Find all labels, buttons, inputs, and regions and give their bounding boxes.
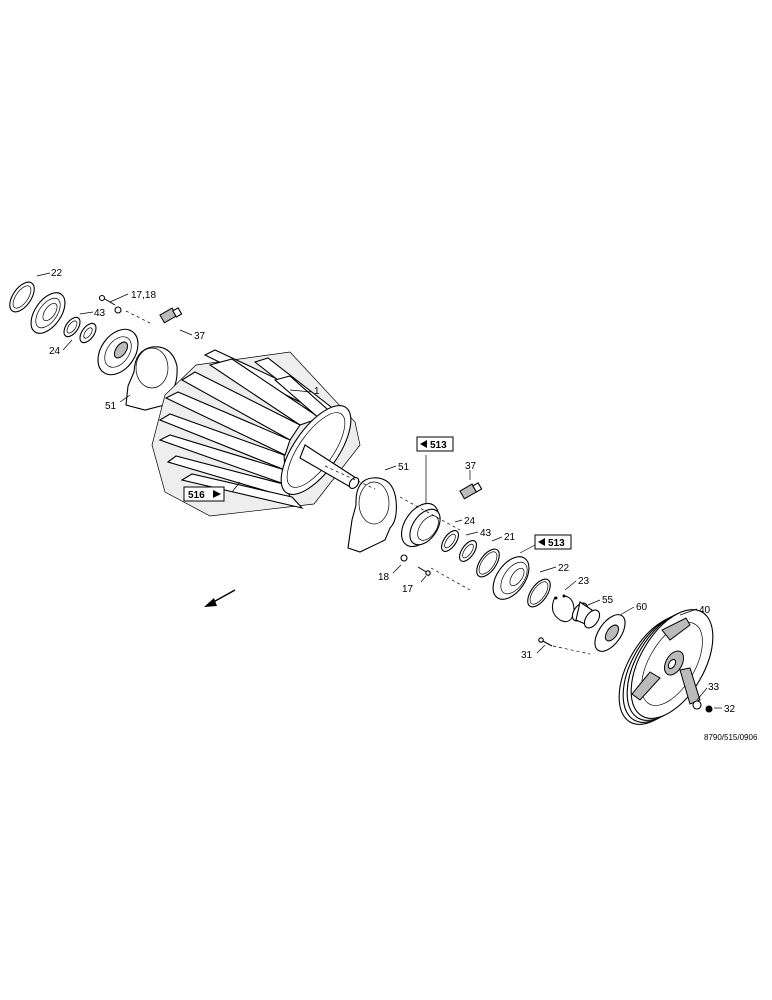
ring-43-left [63,316,81,338]
label-60: 60 [636,602,648,613]
label-18: 18 [378,572,390,583]
label-37-left: 37 [194,331,206,342]
ring-24-right [440,530,460,552]
label-31: 31 [521,650,533,661]
bolt-31 [538,637,553,647]
ref-516-text: 516 [188,490,205,501]
seal-ring-22-right [527,578,551,608]
bearing-flange-left [97,328,139,376]
label-17-18-left: 17,18 [131,290,156,301]
bushing-55 [571,601,601,629]
label-21: 21 [504,532,516,543]
ref-513-mid-text: 513 [548,538,565,549]
label-33: 33 [708,682,720,693]
label-43-left: 43 [94,308,106,319]
label-43-right: 43 [480,528,492,539]
label-24-left: 24 [49,346,61,357]
label-22-right: 22 [558,563,570,574]
leader-lines [36,272,722,709]
ring-43-right [458,540,478,562]
label-40: 40 [699,605,711,616]
washer-33 [692,700,702,710]
label-17: 17 [402,584,414,595]
ref-box-513-mid: 513 [534,534,572,550]
label-55: 55 [602,595,614,606]
label-1: 1 [314,386,320,397]
label-51-right: 51 [398,462,410,473]
hub-60 [594,614,626,652]
label-22-left: 22 [51,268,63,279]
label-23: 23 [578,576,590,587]
seal-ring-21 [476,548,500,578]
bearing-housing-513 [400,502,441,548]
direction-arrow [204,589,236,607]
drawing-code: 8790/515/0906 [704,733,758,742]
label-51-left: 51 [105,401,117,412]
ring-small-left [79,322,97,344]
pulley-40 [618,609,714,725]
ref-box-516: 516 [183,486,225,502]
grease-nipple-37-right [459,482,483,500]
bolt-17-18-left [98,294,122,314]
bolt-17-18-right [400,554,431,576]
nut-32 [705,705,713,713]
circlip-23 [551,594,575,623]
ref-box-513-top: 513 [416,436,454,452]
label-24-right: 24 [464,516,476,527]
ref-513-top-text: 513 [430,440,447,451]
grease-nipple-37-left [159,307,183,324]
bearing-unit-513 [492,556,530,600]
seal-ring-22-left [9,281,35,313]
bearing-housing-24-left [30,292,66,334]
label-32: 32 [724,704,736,715]
gasket-plate-51-right [347,477,397,553]
label-37-right: 37 [465,461,477,472]
